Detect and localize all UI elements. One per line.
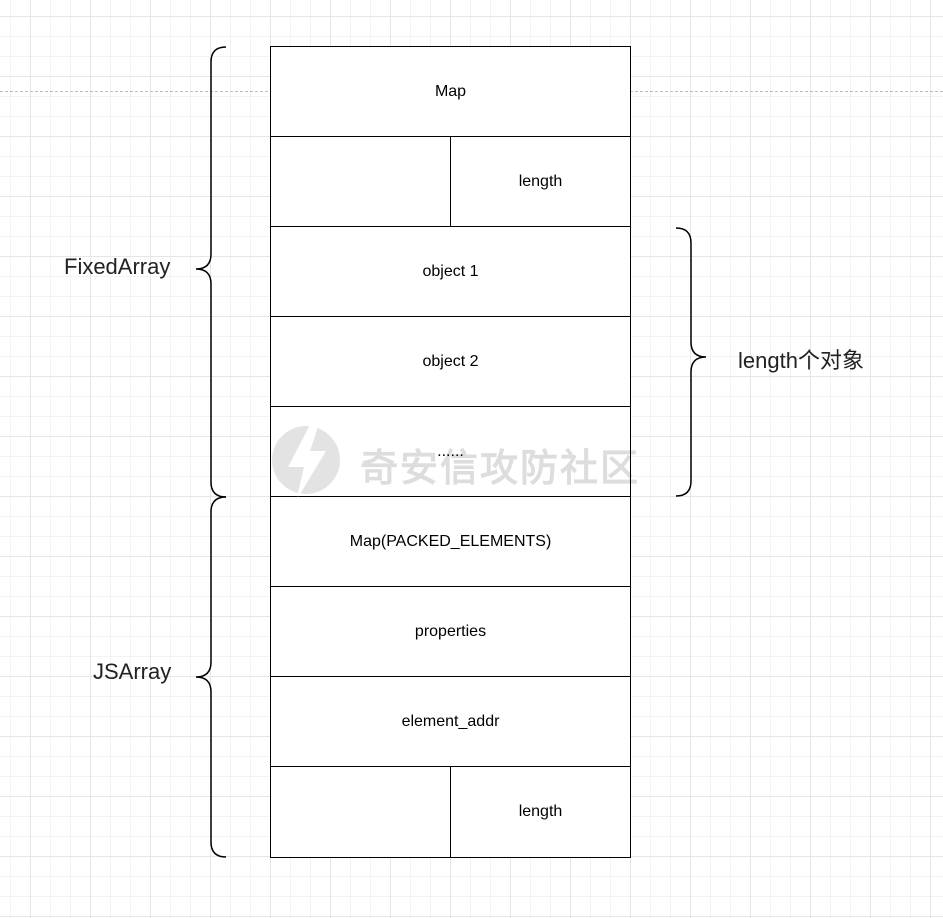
cell-properties-label: properties [414, 623, 487, 640]
length-objects-brace [675, 227, 707, 497]
cell-object-1: object 1 [270, 226, 631, 318]
cell-map-packed-label: Map(PACKED_ELEMENTS) [349, 533, 552, 550]
cell-ellipsis-label: ...... [437, 443, 464, 460]
jsarray-label: JSArray [93, 659, 172, 684]
cell-map-label: Map [434, 83, 467, 100]
cell-length-top-left [270, 136, 452, 228]
cell-length-top-label: length [518, 173, 563, 190]
cell-length-bottom-left [270, 766, 452, 858]
length-objects-label: length个对象 [738, 348, 864, 373]
cell-length-top: length [450, 136, 631, 228]
cell-properties: properties [270, 586, 631, 678]
fixedarray-brace [195, 46, 227, 498]
cell-map-packed: Map(PACKED_ELEMENTS) [270, 496, 631, 588]
cell-length-bottom-label: length [518, 803, 563, 820]
jsarray-brace [195, 496, 227, 858]
fixedarray-label: FixedArray [64, 254, 171, 279]
cell-object-1-label: object 1 [422, 263, 479, 280]
cell-element-addr-label: element_addr [401, 713, 500, 730]
cell-object-2: object 2 [270, 316, 631, 408]
cell-ellipsis: ...... [270, 406, 631, 498]
cell-length-bottom: length [450, 766, 631, 858]
cell-map: Map [270, 46, 631, 138]
cell-element-addr: element_addr [270, 676, 631, 768]
cell-object-2-label: object 2 [422, 353, 479, 370]
